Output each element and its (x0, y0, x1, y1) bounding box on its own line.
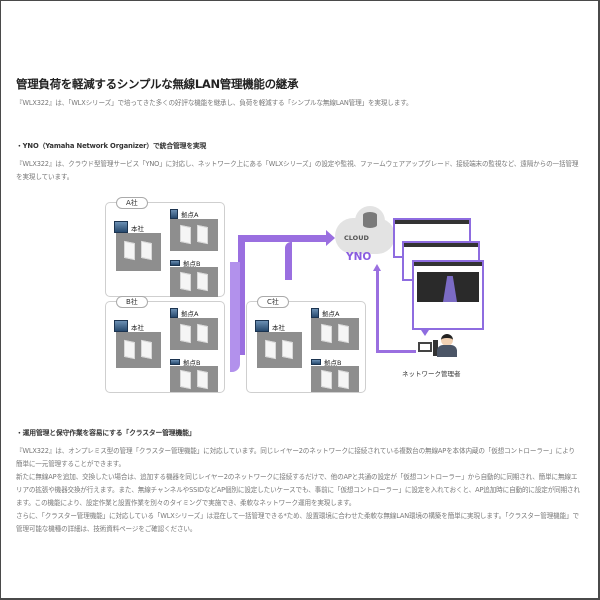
company-label: A社 (116, 197, 148, 209)
site-label: 本社 (131, 324, 144, 332)
access-point-icon (282, 339, 293, 360)
admin-arrow (376, 270, 379, 352)
database-icon (363, 212, 377, 228)
switch-icon (170, 308, 178, 318)
cluster-paragraph: 『WLX322』は、オンプレミス型の管理「クラスター管理機能」に対応しています。… (16, 447, 575, 468)
switch-icon (170, 359, 180, 365)
site-a (170, 318, 218, 350)
site-label: 本社 (131, 225, 144, 233)
site-a (311, 318, 359, 350)
switch-icon (170, 260, 180, 266)
arrow-up-icon (373, 264, 381, 271)
yno-body: 『WLX322』は、クラウド型管理サービス「YNO」に対応し、ネットワーク上にあ… (16, 160, 579, 181)
access-point-icon (124, 240, 135, 261)
site-label: 拠点B (324, 359, 342, 367)
cloud-label: CLOUD (344, 234, 369, 242)
access-point-icon (197, 271, 208, 292)
admin-arrow (376, 350, 416, 353)
site-label: 拠点B (183, 260, 201, 268)
access-point-icon (141, 339, 152, 360)
arrow-pipe (238, 235, 330, 242)
switch-icon (114, 221, 128, 233)
site-hq (116, 233, 161, 271)
access-point-icon (197, 369, 208, 390)
site-label: 拠点A (181, 211, 199, 219)
company-b: B社 本社 拠点A 拠点B (105, 296, 225, 393)
arrow-pipe (238, 235, 245, 355)
site-hq (257, 332, 302, 368)
page-title: 管理負荷を軽減するシンプルな無線LAN管理機能の継承 (16, 77, 299, 91)
cluster-paragraph: 新たに無線APを追加、交換したい場合は、追加する機器を同じレイヤー2のネットワー… (16, 473, 580, 507)
computer-tower-icon (433, 340, 438, 356)
site-a (170, 219, 218, 251)
cluster-heading: ・運用管理と保守作業を容易にする「クラスター管理機能」 (16, 429, 196, 437)
company-label: C社 (257, 296, 289, 308)
arrow-pipe (230, 262, 240, 372)
access-point-icon (124, 339, 135, 360)
switch-icon (255, 320, 269, 332)
site-b (170, 267, 218, 297)
access-point-icon (180, 323, 191, 344)
access-point-icon (338, 369, 349, 390)
company-label: B社 (116, 296, 148, 308)
access-point-icon (180, 224, 191, 245)
callout-pointer-icon (421, 330, 429, 336)
access-point-icon (321, 323, 332, 344)
dashboard-screenshot (412, 260, 484, 330)
cluster-paragraph: さらに、「クラスター管理機能」に対応している「WLXシリーズ」は混在して一括管理… (16, 512, 579, 533)
site-label: 拠点A (181, 310, 199, 318)
switch-icon (170, 209, 178, 219)
arrow-head-icon (326, 230, 335, 246)
admin-body-icon (437, 345, 457, 357)
company-c: C社 本社 拠点A 拠点B (246, 296, 366, 393)
access-point-icon (338, 323, 349, 344)
admin-head-icon (441, 334, 453, 346)
access-point-icon (265, 339, 276, 360)
site-label: 拠点A (322, 310, 340, 318)
yno-diagram: A社 本社 拠点A 拠点B B社 本社 拠点A (100, 190, 500, 405)
admin-label: ネットワーク管理者 (402, 370, 461, 378)
switch-icon (114, 320, 128, 332)
site-label: 拠点B (183, 359, 201, 367)
switch-icon (311, 308, 319, 318)
arrow-pipe (285, 242, 292, 280)
site-b (311, 366, 359, 392)
site-b (170, 366, 218, 392)
access-point-icon (180, 271, 191, 292)
switch-icon (311, 359, 321, 365)
access-point-icon (141, 240, 152, 261)
access-point-icon (197, 224, 208, 245)
access-point-icon (321, 369, 332, 390)
computer-icon (418, 342, 432, 352)
site-hq (116, 332, 161, 368)
access-point-icon (197, 323, 208, 344)
access-point-icon (180, 369, 191, 390)
site-label: 本社 (272, 324, 285, 332)
yno-label: YNO (346, 251, 372, 263)
yno-heading: ・YNO（Yamaha Network Organizer）で統合管理を実現 (16, 142, 207, 150)
intro-text: 『WLX322』は、「WLXシリーズ」で培ってきた多くの好評な機能を継承し、負荷… (16, 99, 413, 107)
company-a: A社 本社 拠点A 拠点B (105, 197, 225, 297)
